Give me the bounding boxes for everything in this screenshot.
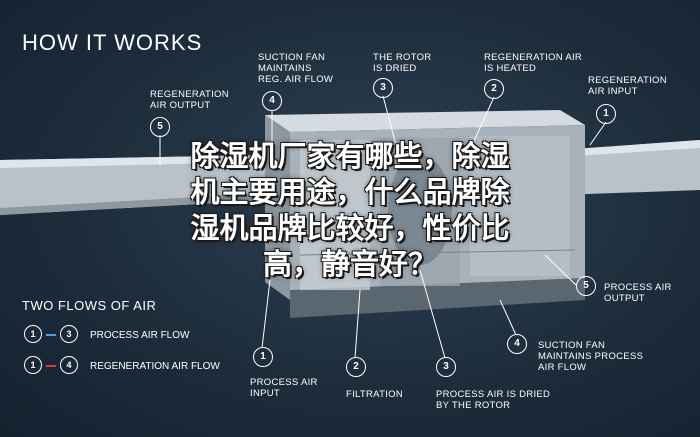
step-number-4-process: 4 (507, 334, 527, 354)
leader-lines (159, 95, 607, 359)
legend-label: PROCESS AIR FLOW (90, 330, 190, 341)
page-title: HOW IT WORKS (22, 30, 203, 55)
right-duct (560, 140, 700, 195)
legend-regeneration-line (46, 365, 56, 367)
step-number-1-process: 1 (253, 347, 273, 367)
legend-label: REGENERATION AIR FLOW (90, 361, 220, 372)
legend-title: TWO FLOWS OF AIR (22, 298, 157, 313)
left-duct (0, 155, 270, 215)
step-number-2: 2 (484, 79, 504, 99)
legend-to-number: 3 (60, 325, 78, 343)
legend-from-number: 1 (24, 325, 42, 343)
step-number-5: 5 (150, 117, 170, 137)
dehumidifier-cabinet (265, 110, 585, 318)
label-filtration: FILTRATION (346, 389, 404, 400)
step-number-5-process: 5 (576, 276, 596, 296)
legend-process-line (46, 334, 56, 336)
step-number-3: 3 (373, 78, 393, 98)
step-number-4: 4 (262, 91, 282, 111)
step-number-2-process: 2 (346, 357, 366, 377)
step-number-1: 1 (596, 104, 616, 124)
legend-from-number: 1 (24, 356, 42, 374)
step-number-3-process: 3 (436, 357, 456, 377)
overlay-headline: 除湿机厂家有哪些，除湿 机主要用途，什么品牌除 湿机品牌比较好，性价比 高，静音… (190, 139, 510, 281)
legend-to-number: 4 (60, 356, 78, 374)
